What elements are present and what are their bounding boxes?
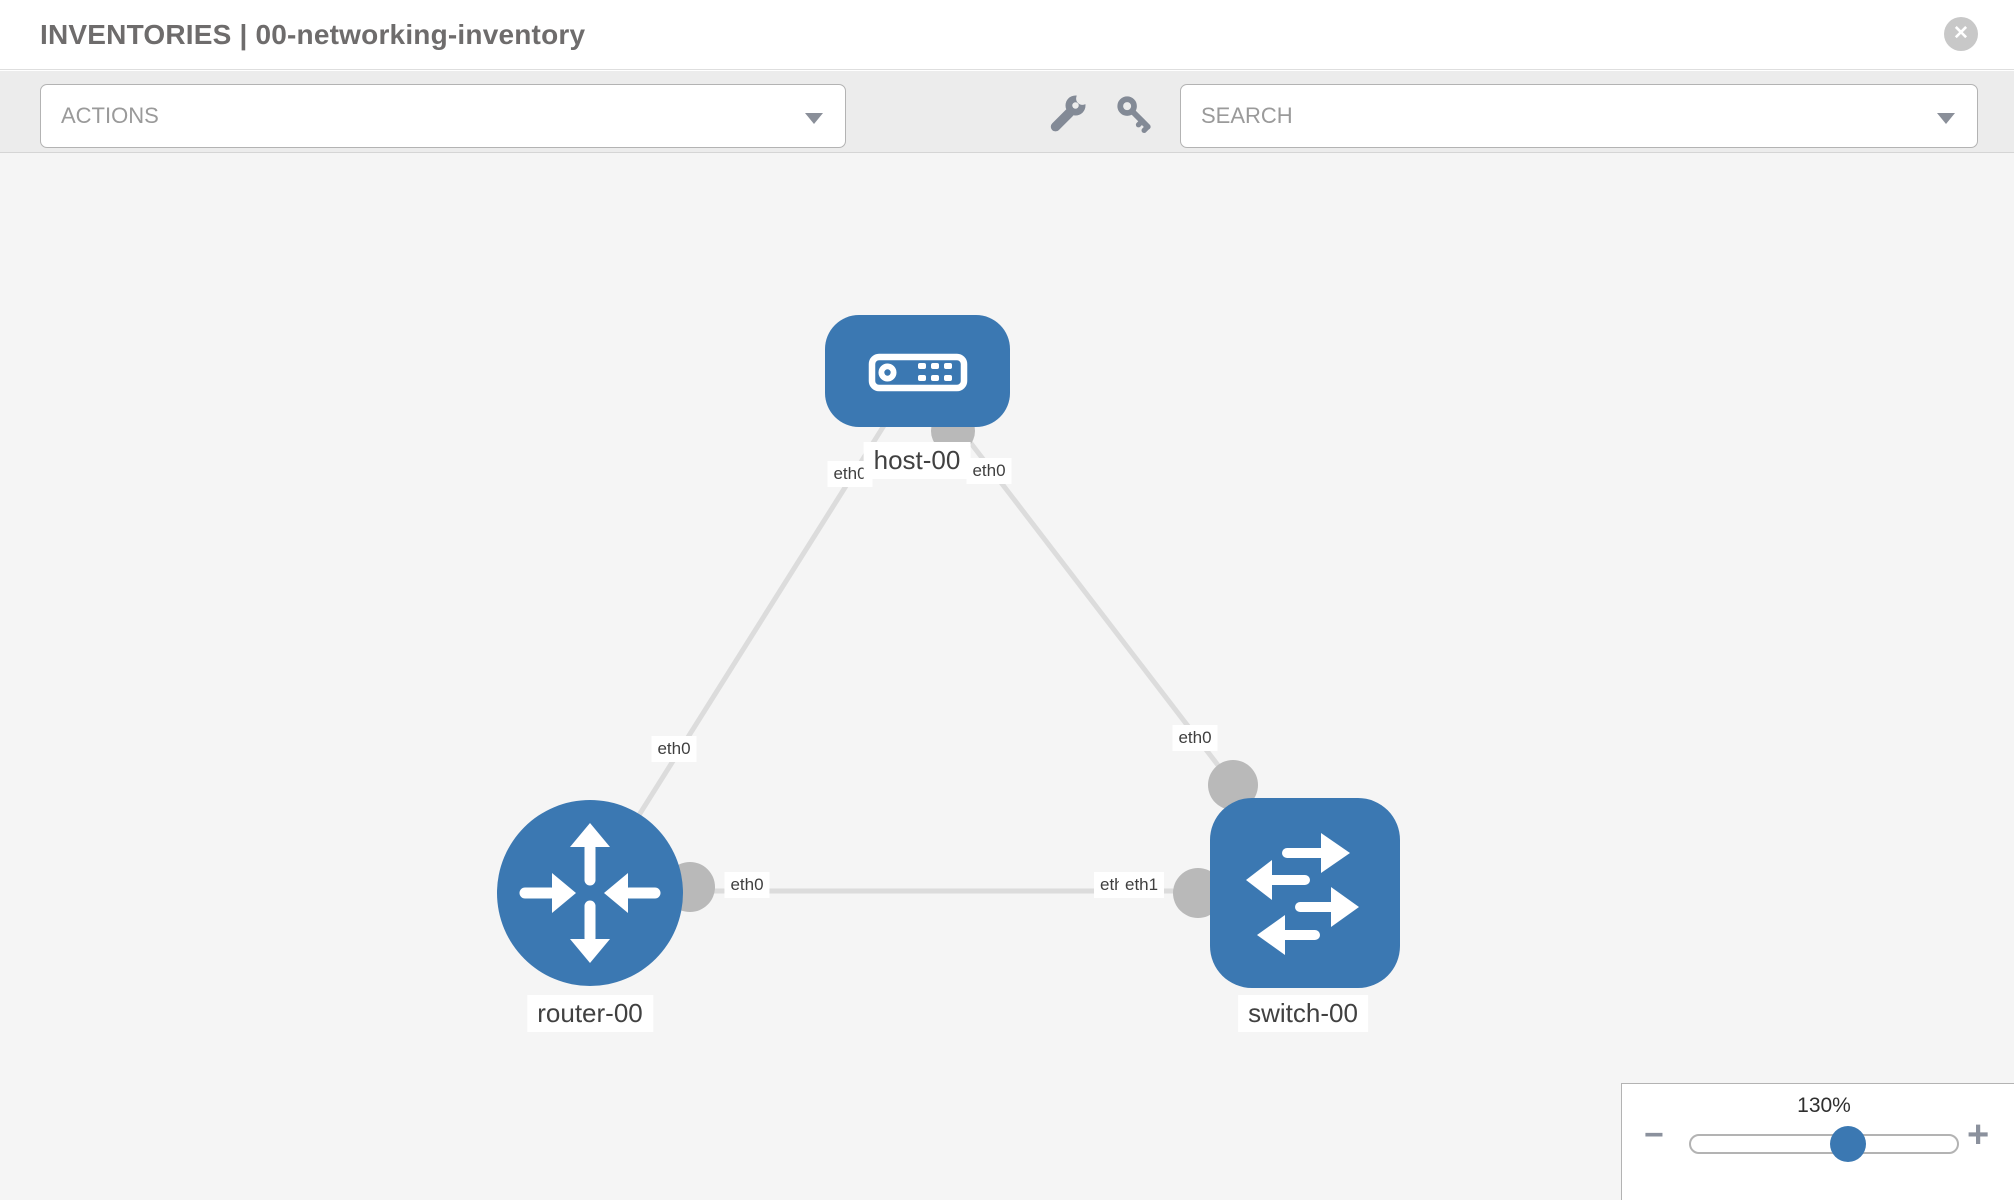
toolbar: ACTIONS SEARCH: [0, 71, 2014, 153]
window-header: INVENTORIES | 00-networking-inventory ✕: [0, 0, 2014, 70]
switch-icon: [1246, 833, 1359, 955]
topology-canvas[interactable]: eth0 eth0 eth0 eth0 eth0 eth0 eth1 host-…: [0, 153, 2014, 1200]
actions-dropdown-label: ACTIONS: [61, 103, 159, 128]
host-icon: [868, 353, 968, 392]
wrench-icon[interactable]: [1048, 93, 1088, 133]
link-host-switch: [915, 371, 1272, 835]
zoom-level-value: 130%: [1797, 1094, 1851, 1117]
node-host-00[interactable]: [825, 315, 1010, 427]
iface-label-host-eth0-right: eth0: [966, 458, 1012, 484]
zoom-panel: 130% − +: [1621, 1083, 2014, 1200]
iface-label-router-eth0-up: eth0: [651, 736, 697, 762]
actions-dropdown[interactable]: ACTIONS: [40, 84, 846, 148]
key-icon[interactable]: [1114, 93, 1154, 133]
iface-label-router-eth0-mid: eth0: [724, 872, 770, 898]
router-icon: [519, 823, 661, 963]
zoom-in-icon[interactable]: +: [1967, 1114, 1990, 1156]
node-router-00[interactable]: [497, 800, 683, 986]
node-label-host-00: host-00: [863, 442, 971, 479]
iface-label-switch-eth0: eth0: [1172, 725, 1218, 751]
iface-label-host-eth0-left: eth0: [827, 461, 873, 487]
node-label-router-00: router-00: [527, 995, 653, 1032]
zoom-slider-track[interactable]: [1689, 1134, 1959, 1154]
zoom-slider-thumb[interactable]: [1830, 1126, 1866, 1162]
chevron-down-icon: [1937, 113, 1955, 124]
interface-connectors: [665, 409, 1258, 918]
chevron-down-icon: [805, 113, 823, 124]
link-host-router: [587, 371, 920, 895]
iface-label-switch-eth1: eth1: [1119, 872, 1165, 898]
zoom-out-icon[interactable]: −: [1644, 1116, 1664, 1154]
close-icon[interactable]: ✕: [1944, 17, 1978, 51]
connector-switch-eth0: [1208, 760, 1258, 810]
node-switch-00[interactable]: [1210, 798, 1400, 988]
page-title: INVENTORIES | 00-networking-inventory: [40, 19, 586, 50]
node-label-switch-00: switch-00: [1238, 995, 1368, 1032]
search-dropdown-label: SEARCH: [1201, 103, 1293, 128]
search-dropdown[interactable]: SEARCH: [1180, 84, 1978, 148]
